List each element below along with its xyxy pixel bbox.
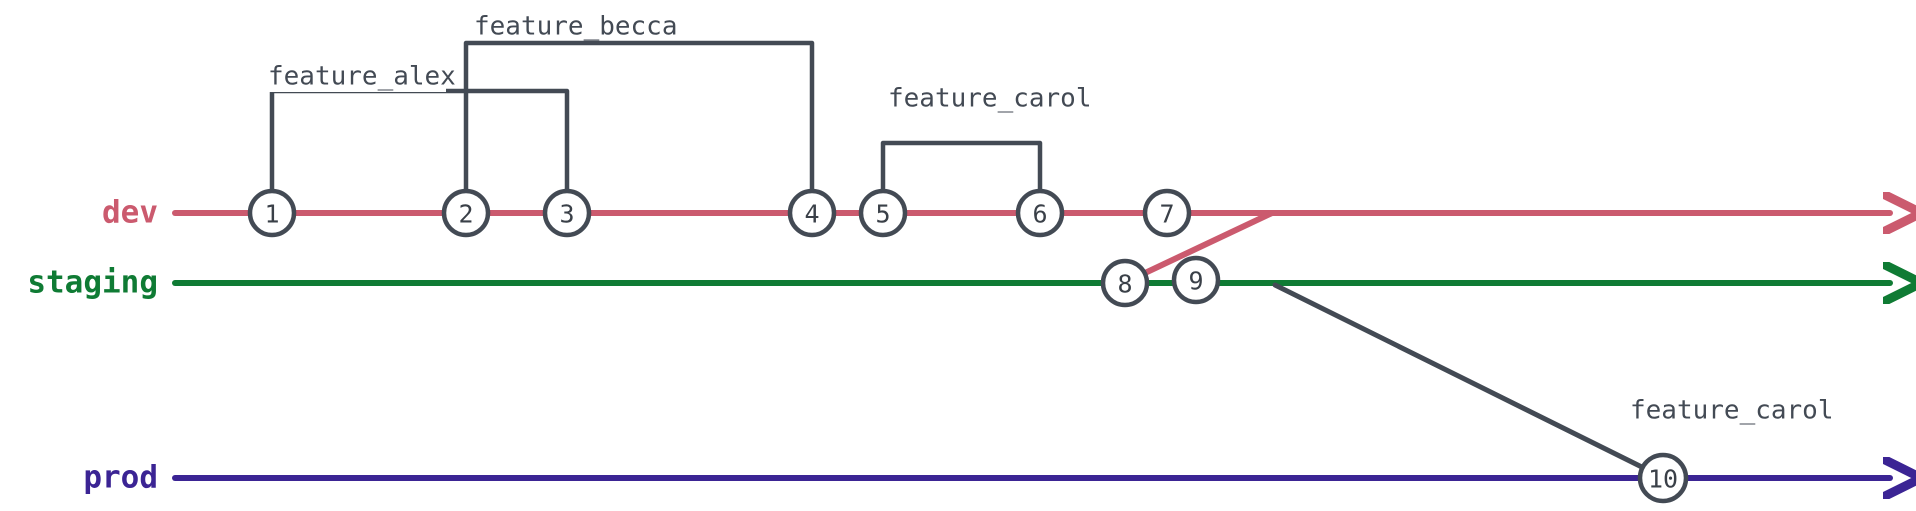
commit-node-4[interactable]: 4	[787, 188, 837, 238]
commit-nodes: 1 2 3 4 5 6	[247, 188, 1689, 504]
commit-node-7-label: 7	[1159, 200, 1174, 229]
commit-node-5-label: 5	[875, 200, 890, 229]
commit-node-9[interactable]: 9	[1171, 255, 1221, 305]
branch-label-prod: prod	[83, 460, 158, 496]
commit-node-4-circle[interactable]	[787, 188, 837, 238]
feature_carol-bracket-path	[880, 140, 1043, 216]
branch-label-staging: staging	[27, 265, 158, 301]
commit-node-1[interactable]: 1	[247, 188, 297, 238]
commit-node-2-circle[interactable]	[441, 188, 491, 238]
commit-node-3-circle[interactable]	[542, 188, 592, 238]
commit-node-1-label: 1	[264, 200, 279, 229]
branch-lines	[172, 213, 1890, 478]
branch-off-line-staging-to-prod	[1272, 282, 1663, 479]
commit-node-7-circle[interactable]	[1142, 188, 1192, 238]
feature_alex-bracket-path	[269, 88, 570, 216]
commit-node-9-circle[interactable]	[1171, 255, 1221, 305]
feature_alex-label-backdrop	[264, 62, 446, 92]
commit-node-8-circle[interactable]	[1100, 258, 1150, 308]
commit-node-10[interactable]: 10	[1637, 452, 1689, 504]
commit-node-8[interactable]: 8	[1100, 258, 1150, 308]
feature-bracket-feature_alex: feature_alex	[264, 62, 570, 216]
branch-off-lines	[1272, 282, 1663, 479]
commit-node-2[interactable]: 2	[441, 188, 491, 238]
commit-node-3-label: 3	[559, 200, 574, 229]
branch-labels: dev staging prod	[27, 195, 158, 496]
feature_carol-label-prod: feature_carol	[1630, 396, 1834, 426]
commit-node-6-circle[interactable]	[1015, 188, 1065, 238]
commit-node-5[interactable]: 5	[858, 188, 908, 238]
branch-label-dev: dev	[102, 195, 158, 231]
merge-line-dev-to-staging	[1125, 210, 1275, 284]
commit-node-9-label: 9	[1188, 267, 1203, 296]
commit-node-1-circle[interactable]	[247, 188, 297, 238]
commit-node-2-label: 2	[458, 200, 473, 229]
commit-node-10-label: 10	[1648, 465, 1678, 494]
commit-node-8-label: 8	[1117, 270, 1132, 299]
commit-node-5-circle[interactable]	[858, 188, 908, 238]
feature_alex-label: feature_alex	[268, 62, 456, 92]
commit-node-6-label: 6	[1032, 200, 1047, 229]
commit-node-3[interactable]: 3	[542, 188, 592, 238]
merge-lines	[1125, 210, 1275, 284]
commit-node-6[interactable]: 6	[1015, 188, 1065, 238]
feature-bracket-feature_carol-dev: feature_carol	[880, 84, 1092, 216]
feature_carol-label-dev: feature_carol	[888, 84, 1092, 114]
commit-node-4-label: 4	[804, 200, 819, 229]
feature-bracket-feature_becca: feature_becca	[463, 12, 815, 216]
feature_becca-label: feature_becca	[474, 12, 678, 42]
feature_becca-bracket-path	[463, 40, 815, 216]
commit-node-7[interactable]: 7	[1142, 188, 1192, 238]
commit-node-10-circle[interactable]	[1637, 452, 1689, 504]
